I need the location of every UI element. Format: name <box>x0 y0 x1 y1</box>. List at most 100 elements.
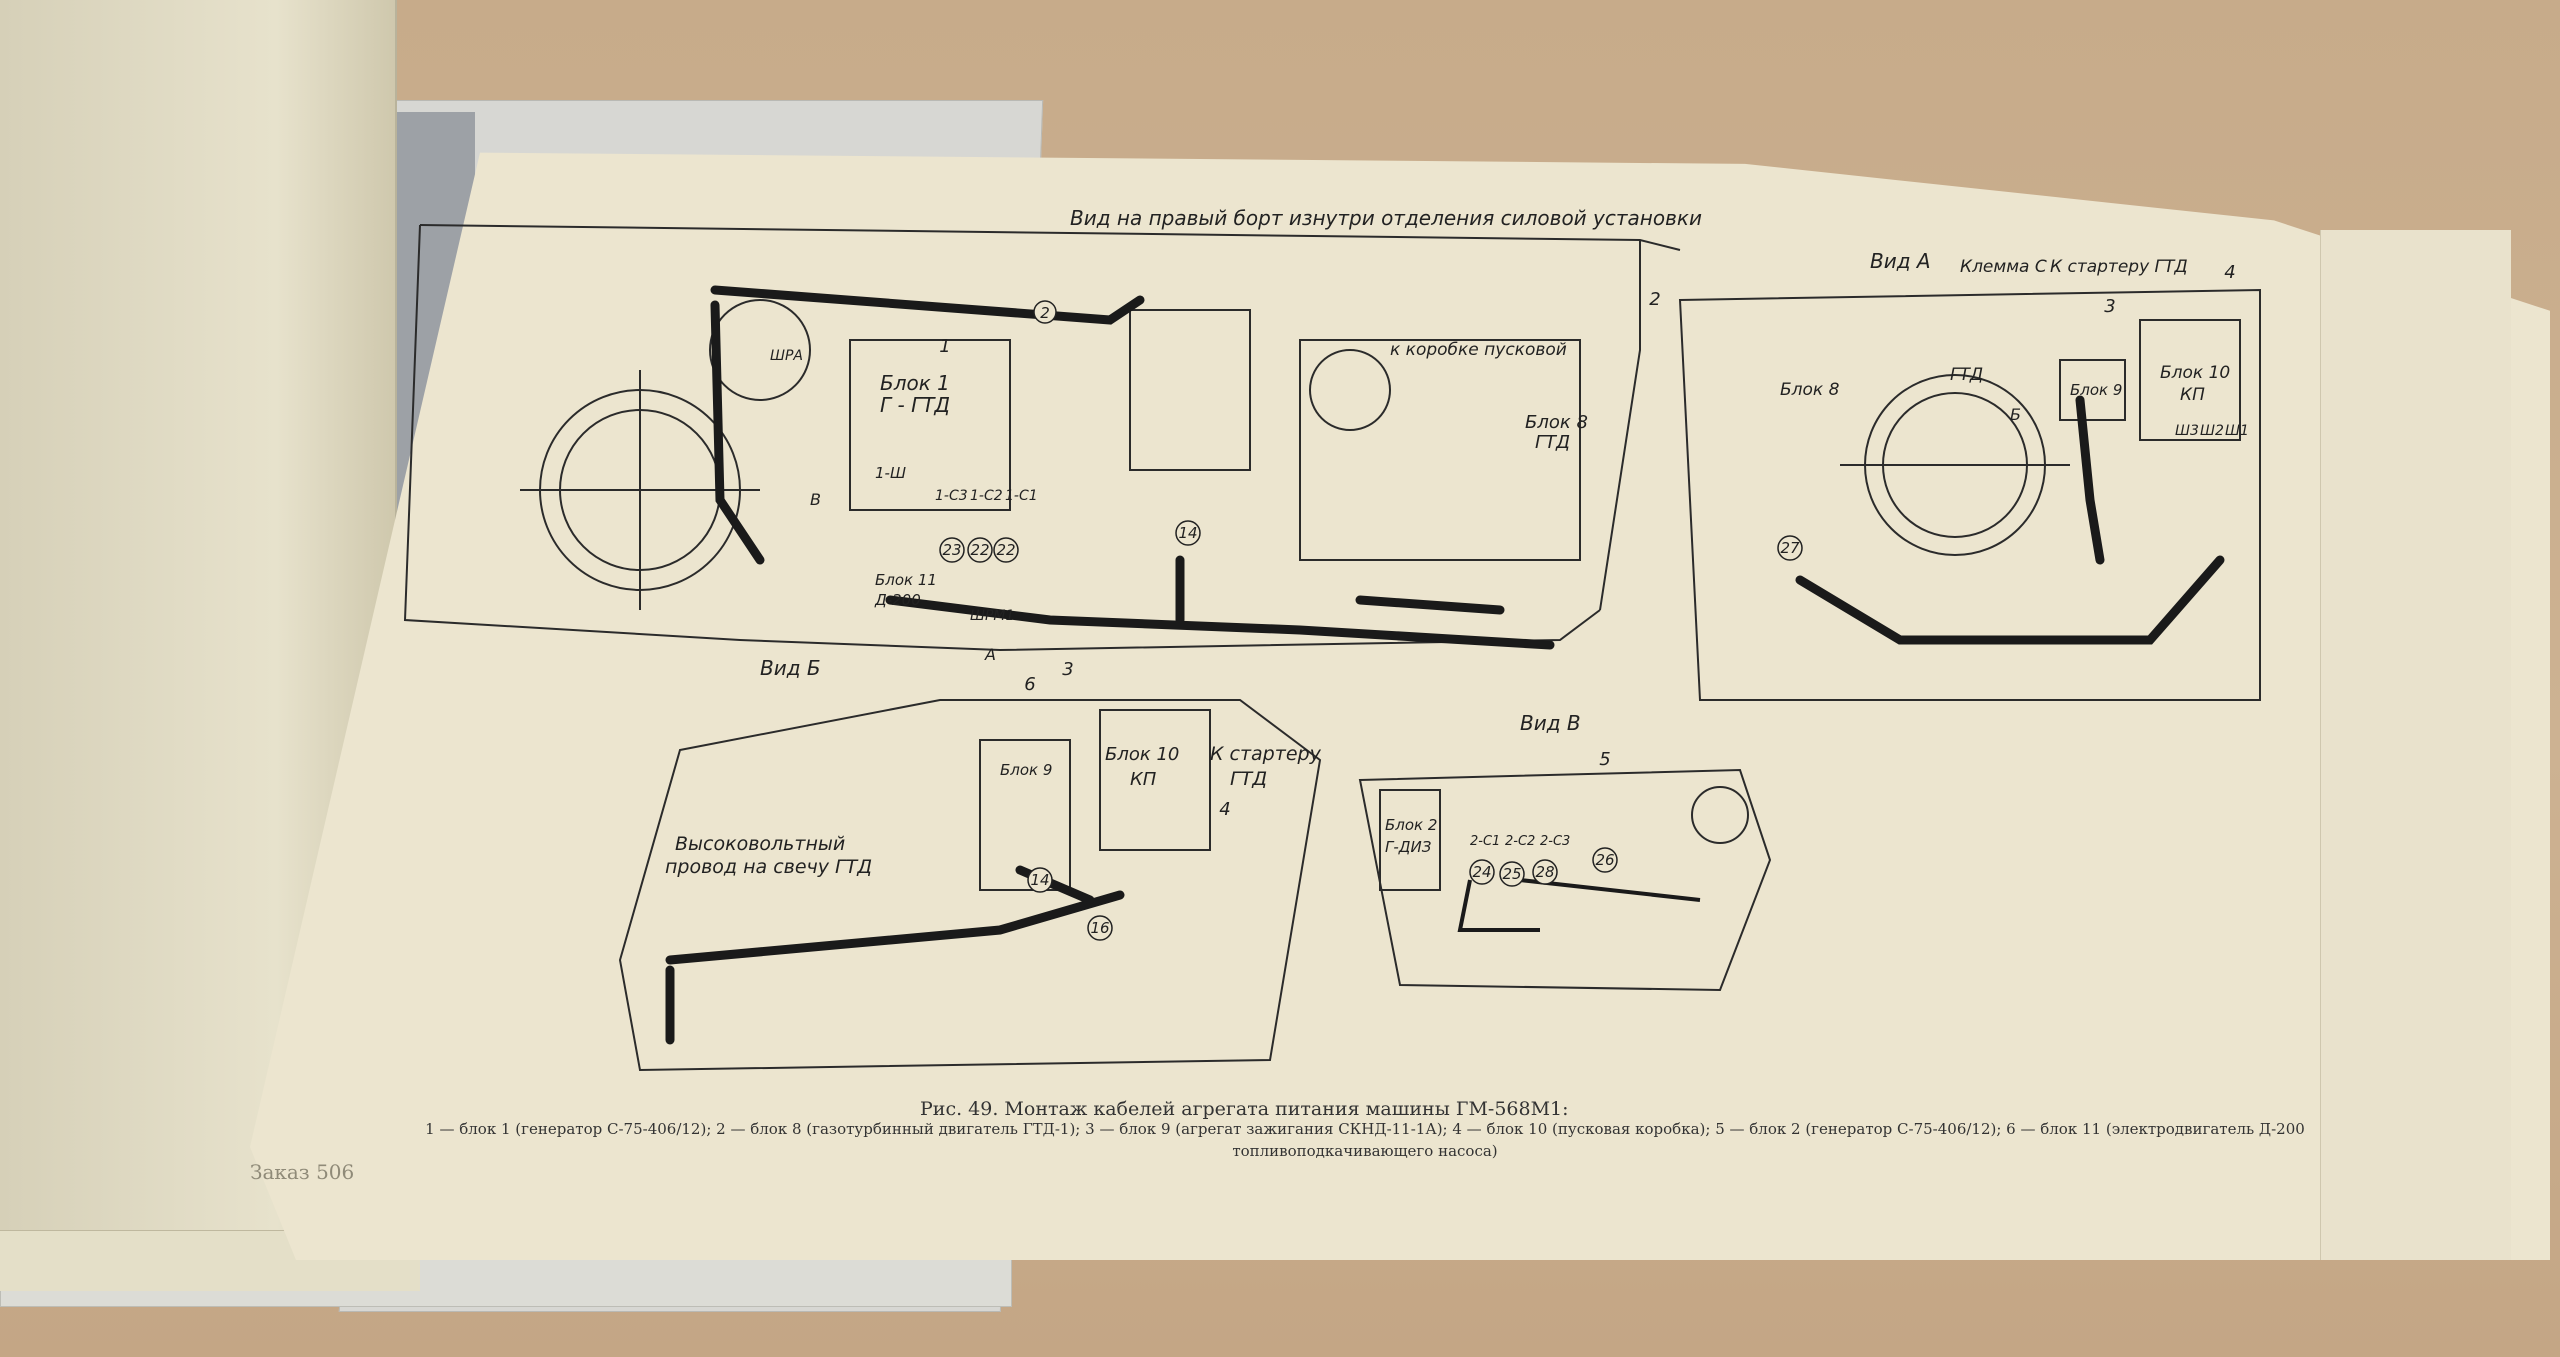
figure-caption-title: Рис. 49. Монтаж кабелей агрегата питания… <box>920 1098 1569 1120</box>
callout-4b-label: 4 <box>1219 799 1230 820</box>
svg-text:24: 24 <box>1472 863 1491 881</box>
page-footer: Заказ 506 <box>250 1160 355 1184</box>
block11-label: Блок 11 <box>875 571 937 589</box>
block10-b-label: Блок 10 <box>1105 744 1179 765</box>
block8-label: Блок 8 <box>1525 412 1588 433</box>
callout-2-label: 2 <box>1649 289 1660 310</box>
to-box-label: к коробке пусковой <box>1390 340 1567 360</box>
kp-b-label: КП <box>1130 769 1157 790</box>
starter-b-label-2: ГТД <box>1230 768 1267 790</box>
hv-wire-label-1: Высоковольтный <box>675 833 845 855</box>
title-top: Вид на правый борт изнутри отделения сил… <box>1070 206 1702 230</box>
mechanism-frame <box>1129 309 1251 471</box>
hull-outline <box>403 224 1601 652</box>
block2-label: Блок 2 <box>1385 816 1437 834</box>
block9-a-label: Блок 9 <box>2070 381 2122 399</box>
shpm-label: ШРМ1 <box>970 608 1014 624</box>
callout-1-top: 2 <box>1033 300 1057 324</box>
a-letter: А <box>984 645 996 664</box>
v-letter: В <box>810 490 821 509</box>
block10-box <box>2139 319 2241 441</box>
starter-b-label-1: К стартеру <box>1210 743 1322 765</box>
shra-connector <box>709 299 811 401</box>
svg-text:16: 16 <box>1090 919 1109 937</box>
gdiz-label: Г-ДИЗ <box>1385 838 1432 856</box>
svg-text:1: 1 <box>939 336 950 357</box>
sh1-label: Ш1 <box>2225 423 2249 439</box>
z-c2-label: 2-С2 <box>1505 834 1535 849</box>
svg-text:2: 2 <box>1649 289 1660 310</box>
callout-14b: 14 <box>1027 867 1053 893</box>
callout-25: 25 <box>1499 861 1525 887</box>
foldout-right-panel <box>2320 230 2511 1260</box>
callout-6-label: 6 <box>1024 674 1035 695</box>
hv-wire-label-2: провод на свечу ГТД <box>665 856 872 878</box>
block1-box <box>849 339 1011 511</box>
callout-28: 28 <box>1532 859 1558 885</box>
block1-label: Блок 1 <box>880 371 950 395</box>
block8-sub-label: ГТД <box>1535 432 1570 453</box>
kp-a-label: КП <box>2180 385 2205 405</box>
b-letter: Б <box>2010 405 2021 424</box>
svg-text:28: 28 <box>1535 863 1554 881</box>
cable-1 <box>710 300 765 565</box>
c1-label: 1-С1 <box>1005 488 1038 504</box>
callout-27: 27 <box>1777 535 1803 561</box>
view-a-label: Вид А <box>1870 249 1931 273</box>
callout-3-label: 3 <box>2104 296 2115 317</box>
to-starter-label: К стартеру ГТД <box>2050 257 2188 277</box>
z-c1-label: 2-С1 <box>1470 834 1500 849</box>
svg-text:6: 6 <box>1024 674 1035 695</box>
svg-text:3: 3 <box>1062 659 1073 680</box>
cable-3 <box>885 595 1555 650</box>
callout-16: 16 <box>1087 915 1113 941</box>
block9-b-label: Блок 9 <box>1000 761 1052 779</box>
svg-text:2: 2 <box>1040 304 1050 322</box>
sh2-label: Ш2 <box>2200 423 2224 439</box>
klemma-label: Клемма С <box>1960 257 2047 277</box>
cable-view-b-2 <box>665 890 1125 965</box>
z-c3-label: 2-С3 <box>1540 834 1570 849</box>
cable-view-a <box>1795 555 2225 645</box>
callout-5-label: 5 <box>1599 749 1610 770</box>
svg-text:4: 4 <box>2224 262 2235 283</box>
svg-text:27: 27 <box>1780 539 1800 557</box>
callout-14: 14 <box>1175 520 1201 546</box>
foldout-sheet <box>250 152 2550 1260</box>
view-v-outline <box>1358 768 1772 992</box>
view-b-outline <box>618 699 1322 1072</box>
right-side-frame <box>1299 339 1581 561</box>
svg-text:25: 25 <box>1502 865 1521 883</box>
callout-22a: 22 <box>967 537 993 563</box>
callout-3b-label: 3 <box>1062 659 1073 680</box>
block9-box-a <box>2059 359 2126 421</box>
figure-caption-body: 1 — блок 1 (генератор С-75-406/12); 2 — … <box>425 1120 2305 1160</box>
block1-sub-label: Г - ГТД <box>880 393 950 417</box>
view-a-outline <box>1678 288 2261 701</box>
callout-23: 23 <box>939 537 965 563</box>
view-v-label: Вид В <box>1520 711 1581 735</box>
c2-label: 1-С2 <box>970 488 1003 504</box>
block8-a-label: Блок 8 <box>1780 380 1840 400</box>
svg-text:5: 5 <box>1599 749 1610 770</box>
svg-text:3: 3 <box>2104 296 2115 317</box>
svg-text:4: 4 <box>1219 799 1230 820</box>
one-sh-label: 1-Ш <box>875 464 906 482</box>
shra-label: ШРА <box>770 348 803 364</box>
block10-a-label: Блок 10 <box>2160 363 2230 383</box>
block9-box-b <box>979 739 1071 891</box>
callout-4-label: 4 <box>2224 262 2235 283</box>
callout-1-label: 1 <box>939 336 950 357</box>
svg-text:22: 22 <box>996 541 1015 559</box>
svg-text:22: 22 <box>970 541 989 559</box>
sh3-label: Ш3 <box>2175 423 2199 439</box>
svg-text:23: 23 <box>942 541 961 559</box>
block2-box <box>1379 789 1441 891</box>
cable-2 <box>710 285 1145 325</box>
block10-box-b <box>1099 709 1211 851</box>
svg-text:14: 14 <box>1178 524 1197 542</box>
callout-24: 24 <box>1469 859 1495 885</box>
view-b-label: Вид Б <box>760 656 821 680</box>
callout-26: 26 <box>1592 847 1618 873</box>
